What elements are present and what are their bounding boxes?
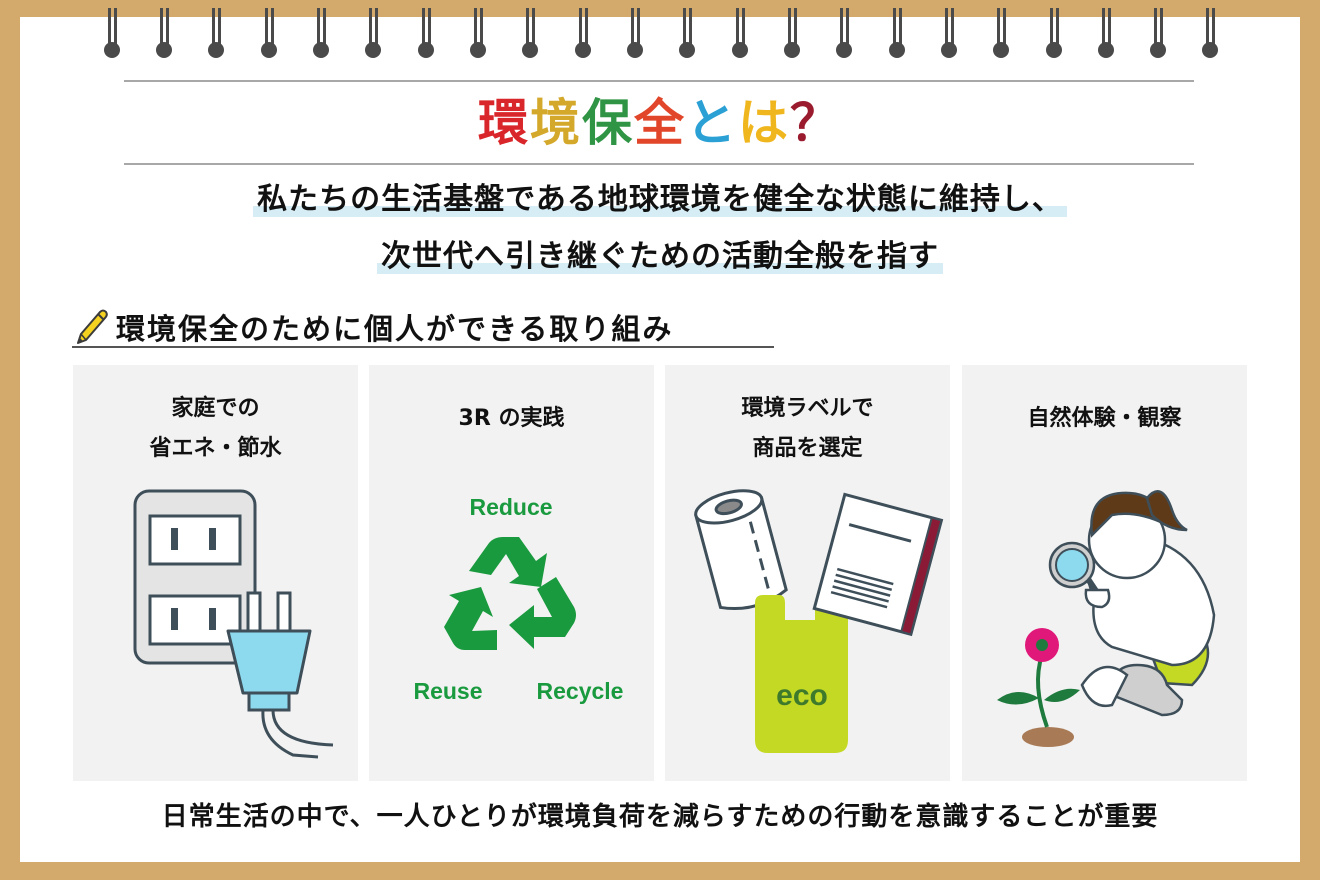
binding-ring (469, 8, 487, 60)
panel-nature: 自然体験・観察 (962, 365, 1247, 781)
svg-text:eco: eco (776, 679, 828, 712)
pencil-icon (77, 309, 108, 344)
binding-ring (1045, 8, 1063, 60)
binding-ring (1149, 8, 1167, 60)
binding-ring (626, 8, 644, 60)
binding-ring (992, 8, 1010, 60)
lead-text-2: 次世代へ引き継ぐための活動全般を指す (377, 239, 943, 274)
title-char: は (738, 94, 790, 152)
panel-title: 3R の実践 (369, 399, 654, 439)
subheading-text: 環境保全のために個人ができる取り組み (116, 312, 674, 346)
binding-ring (417, 8, 435, 60)
binding-ring (731, 8, 749, 60)
title-char: 環 (478, 94, 530, 152)
binding-ring (155, 8, 173, 60)
panel-title: 家庭での 省エネ・節水 (73, 389, 358, 469)
panel-title-line: 自然体験・観察 (1027, 406, 1182, 431)
binding-ring (783, 8, 801, 60)
panel-title-line: 家庭での (171, 396, 260, 421)
binding-ring (312, 8, 330, 60)
title-char: 全 (634, 94, 686, 152)
girl-observing-flower-icon (997, 490, 1216, 747)
panel-title-line: 商品を選定 (752, 436, 863, 461)
panel-title-line: 環境ラベルで (741, 396, 874, 421)
binding-ring (678, 8, 696, 60)
binding-ring (574, 8, 592, 60)
svg-text:Reduce: Reduce (469, 494, 552, 520)
svg-text:Recycle: Recycle (537, 678, 624, 704)
recycle-icon: Reduce Reuse Recycle (413, 494, 624, 704)
subheading-underline (72, 346, 774, 348)
outlet-plug-icon (133, 489, 334, 759)
binding-ring (940, 8, 958, 60)
panel-title-line: 3R の実践 (458, 406, 565, 431)
binding-ring (521, 8, 539, 60)
svg-text:Reuse: Reuse (413, 678, 482, 704)
panel-energy-water: 家庭での 省エネ・節水 (73, 365, 358, 781)
spiral-binding (0, 0, 1320, 60)
title-char: 保 (582, 94, 634, 152)
binding-ring (103, 8, 121, 60)
title-top-rule (124, 80, 1194, 82)
panel-title-line: 省エネ・節水 (149, 436, 282, 461)
title-char: ？ (790, 94, 842, 152)
panel-3r: 3R の実践 Reduce Reuse Recycle (369, 365, 654, 781)
panel-title: 環境ラベルで 商品を選定 (665, 389, 950, 469)
binding-ring (1097, 8, 1115, 60)
title-char: と (686, 94, 738, 152)
binding-ring (888, 8, 906, 60)
title-bottom-rule (124, 163, 1194, 165)
panel-eco-label: 環境ラベルで 商品を選定 eco (665, 365, 950, 781)
lead-text-1: 私たちの生活基盤である地球環境を健全な状態に維持し、 (253, 182, 1067, 217)
subheading: 環境保全のために個人ができる取り組み (72, 306, 673, 348)
title-char: 境 (530, 94, 582, 152)
binding-ring (835, 8, 853, 60)
lead-line-2: 次世代へ引き継ぐための活動全般を指す (0, 237, 1320, 277)
page-title: 環境保全とは？ (0, 88, 1320, 158)
panel-title: 自然体験・観察 (962, 399, 1247, 439)
lead-line-1: 私たちの生活基盤である地球環境を健全な状態に維持し、 (0, 180, 1320, 220)
footer-message: 日常生活の中で、一人ひとりが環境負荷を減らすための行動を意識することが重要 (161, 802, 1159, 832)
binding-ring (260, 8, 278, 60)
binding-ring (364, 8, 382, 60)
binding-ring (1201, 8, 1219, 60)
eco-products-icon: eco (694, 489, 944, 753)
binding-ring (207, 8, 225, 60)
